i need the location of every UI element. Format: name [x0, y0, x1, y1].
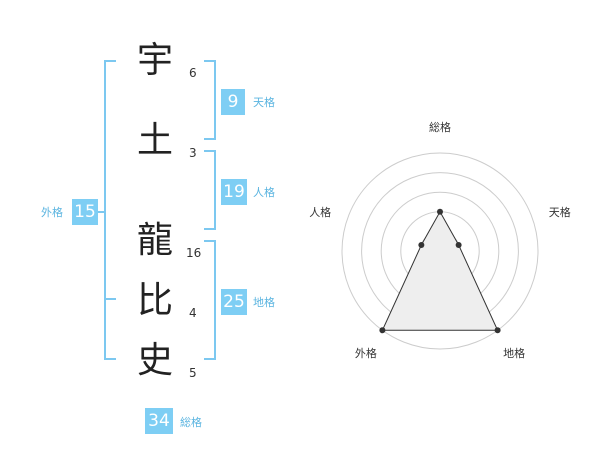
- chikaku-bracket-top: [204, 240, 216, 242]
- chikaku-bracket-spine: [214, 240, 216, 360]
- soukaku-value-box: 34: [145, 408, 173, 434]
- gaikaku-value-box: 15: [72, 199, 98, 225]
- name-char-5: 史: [136, 340, 173, 381]
- tenkaku-bracket-spine: [214, 60, 216, 140]
- stroke-count-1: 6: [189, 66, 197, 80]
- gaikaku-label: 外格: [41, 206, 63, 219]
- jinkaku-bracket-bottom: [204, 228, 216, 230]
- name-char-4: 比: [136, 280, 173, 321]
- stroke-count-2: 3: [189, 146, 197, 160]
- radar-axis-label-3: 地格: [503, 346, 525, 360]
- radar-axis-label-2: 天格: [549, 205, 571, 219]
- tenkaku-value-box: 9: [221, 89, 245, 115]
- stroke-count-3: 16: [186, 246, 202, 260]
- chikaku-bracket-bottom: [204, 358, 216, 360]
- stroke-count-4: 4: [189, 306, 197, 320]
- tenkaku-bracket-bottom: [204, 138, 216, 140]
- stroke-count-5: 5: [189, 366, 197, 380]
- radar-axis-label-1: 総格: [429, 120, 451, 134]
- tenkaku-label: 天格: [253, 96, 275, 109]
- outer-bracket-top: [104, 60, 116, 62]
- jinkaku-label: 人格: [253, 186, 275, 199]
- radar-point-1: [437, 208, 443, 215]
- radar-ring-5: [341, 152, 539, 350]
- soukaku-label: 総格: [180, 416, 202, 429]
- outer-bracket-bottom: [104, 358, 116, 360]
- radar-axis-label-4: 外格: [355, 346, 377, 360]
- jinkaku-bracket-spine: [214, 150, 216, 230]
- radar-point-4: [379, 327, 386, 334]
- jinkaku-bracket-top: [204, 150, 216, 152]
- name-char-1: 宇: [136, 40, 173, 81]
- radar-point-3: [494, 327, 501, 334]
- radar-point-5: [418, 241, 425, 248]
- chikaku-value-box: 25: [221, 289, 247, 315]
- radar-point-2: [455, 241, 462, 248]
- name-char-3: 龍: [136, 220, 173, 261]
- outer-bracket-spine: [104, 60, 106, 360]
- tenkaku-bracket-top: [204, 60, 216, 62]
- name-char-2: 土: [136, 120, 173, 161]
- radar-axis-label-5: 人格: [309, 205, 331, 219]
- radar-shape: [381, 210, 499, 331]
- chikaku-label: 地格: [253, 296, 275, 309]
- outer-bracket-tick: [96, 211, 104, 213]
- jinkaku-value-box: 19: [221, 179, 247, 205]
- outer-bracket-mid: [104, 298, 116, 300]
